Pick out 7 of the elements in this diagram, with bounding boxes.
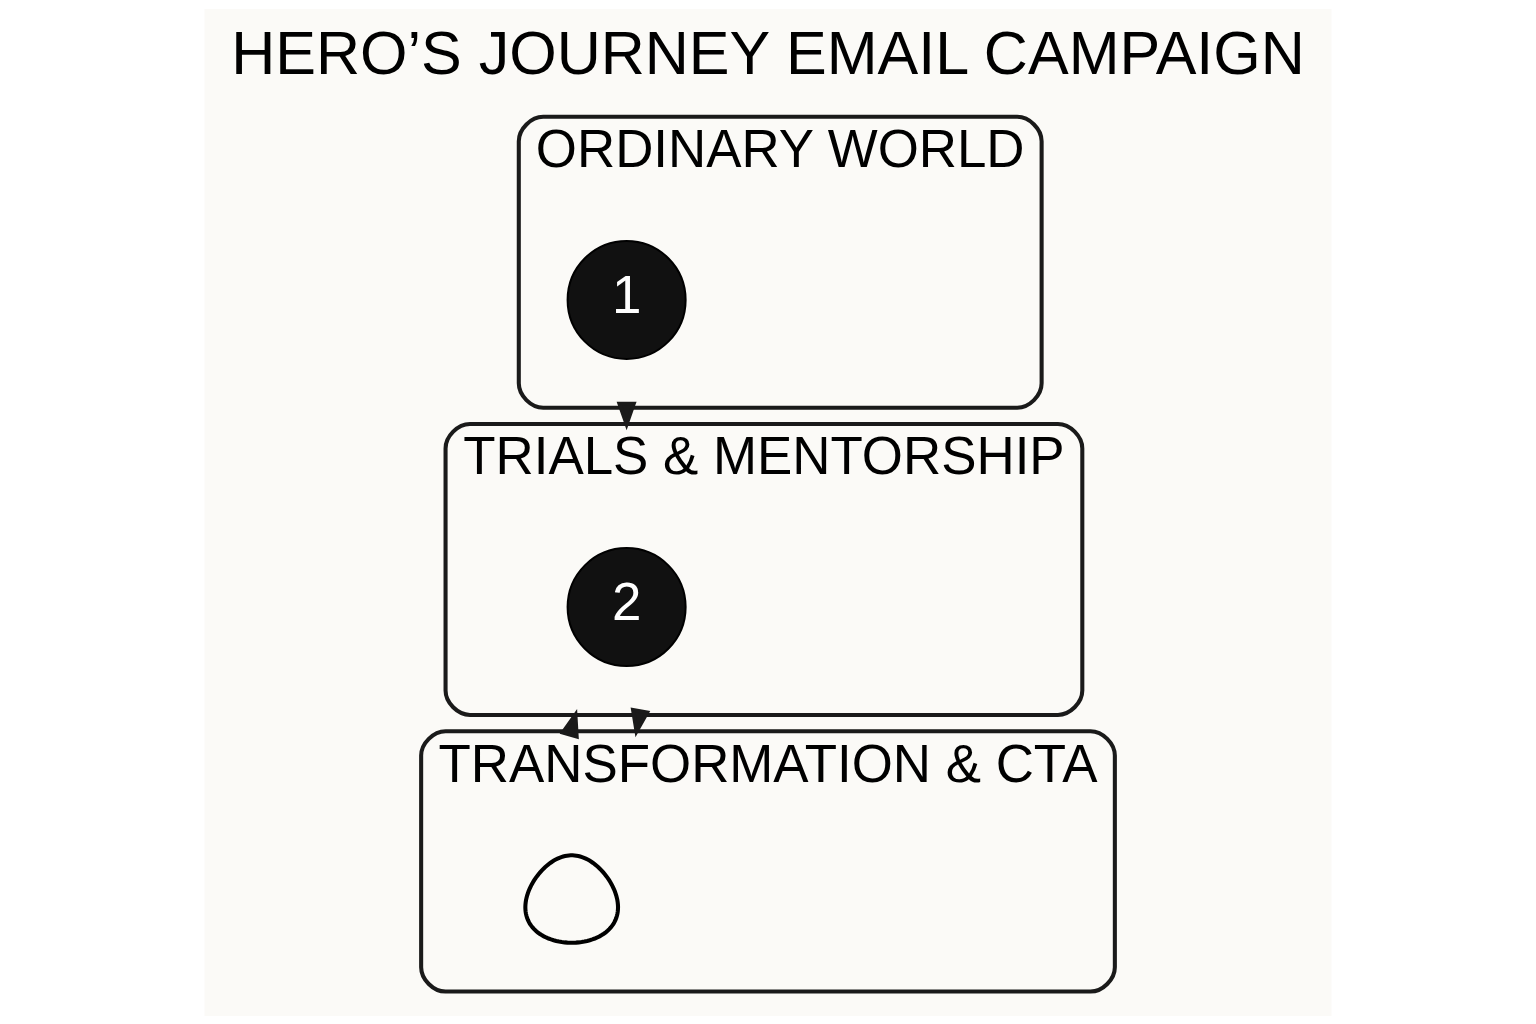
cluster: TRANSFORMATION & CTA: [419, 728, 1117, 994]
node-circle: 1: [566, 239, 687, 360]
diagram-title: HERO’S JOURNEY EMAIL CAMPAIGN: [231, 18, 1305, 87]
arrow: [616, 401, 637, 430]
arrow: [630, 706, 651, 737]
node-circle: 2: [566, 546, 687, 667]
node-person: [523, 852, 621, 945]
